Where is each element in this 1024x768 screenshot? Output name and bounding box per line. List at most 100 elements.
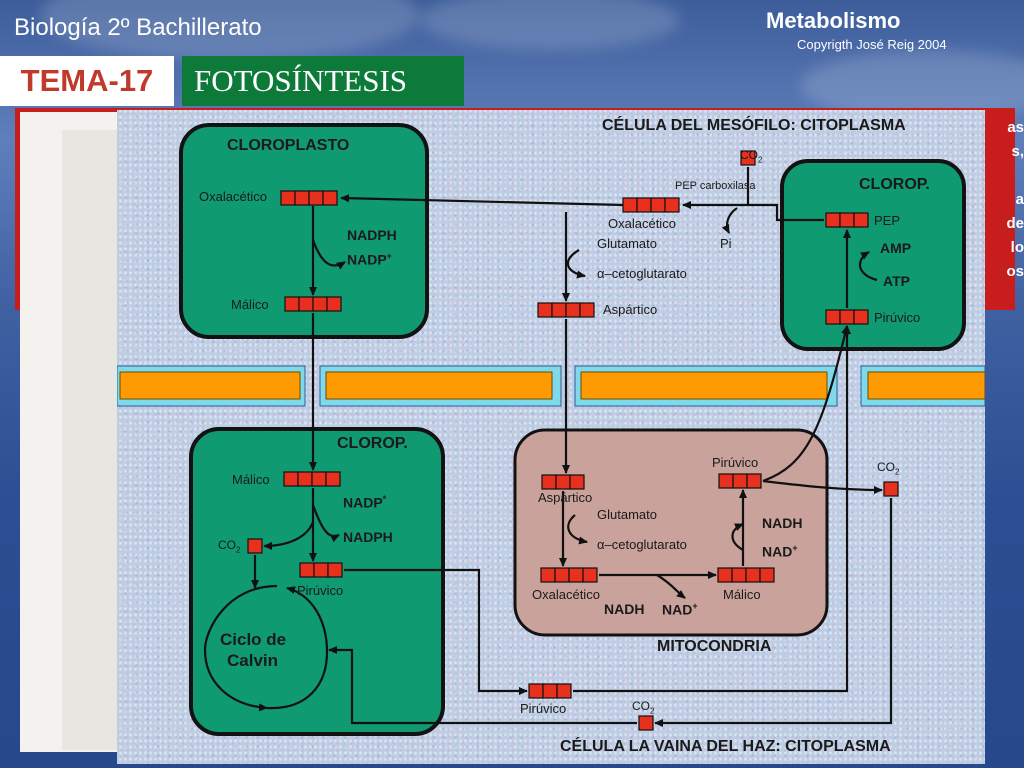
label-aspartate-mesophyll: Aspártico [603, 302, 658, 317]
co2-text: CO [632, 699, 650, 713]
label-glutamate-mito: Glutamato [597, 507, 657, 522]
block-aspartate-mesophyll [537, 302, 595, 318]
block-malate-chloroplast [284, 296, 342, 312]
block-co2-mesophyll [740, 150, 756, 166]
label-calvin-line2: Calvin [227, 651, 279, 670]
label-amp: AMP [880, 240, 912, 256]
label-pi: Pi [720, 236, 732, 251]
arrow-nadh-turn [656, 574, 686, 599]
label-nadp-sheath-text: NADP [343, 494, 383, 511]
label-aspartate-mito: Aspártico [538, 490, 593, 505]
block-malate-mito [717, 567, 775, 583]
mesophyll-header: CÉLULA DEL MESÓFILO: CITOPLASMA [602, 117, 906, 134]
hidden-text-fragments: as s, a de lo os [984, 116, 1024, 284]
label-nadp-text: NADP [347, 251, 387, 268]
text-fragment: s, [1011, 143, 1024, 160]
text-fragment: de [1006, 215, 1024, 232]
cloud [420, 0, 680, 50]
block-aspartate-mito [541, 474, 585, 490]
block-oxaloacetate-cytoplasm [622, 197, 680, 213]
label-nad-sup: + [692, 601, 698, 611]
block-pep [825, 212, 869, 228]
arrow-nadph-turn [311, 239, 346, 270]
text-fragment: lo [1010, 239, 1024, 256]
mitochondria-title: MITOCONDRIA [657, 638, 772, 655]
label-oxaloacetate-cyto: Oxalacético [608, 216, 676, 231]
block-co2-mito-out [883, 481, 899, 497]
label-nadph: NADPH [347, 227, 397, 243]
cell-wall [117, 365, 985, 407]
label-nadh-mito-bottom: NADH [604, 601, 645, 617]
block-pyruvate-sheath-chloroplast [299, 562, 343, 578]
arrow-nad-turn [731, 522, 744, 551]
left-panel-shade [62, 130, 118, 750]
label-pyruvate-sheath: Pirúvico [297, 583, 344, 598]
chloroplast-title: CLOROPLASTO [227, 137, 350, 154]
block-co2-sheath-chloroplast [247, 538, 263, 554]
label-nad-sup: + [792, 543, 798, 553]
label-nad-mito-bottom: NAD+ [662, 601, 698, 618]
arrow-pyruvate-cytoplasm-up [573, 325, 851, 693]
diagram-graphics [117, 123, 985, 736]
chloroplast-sheath-title: CLOROP. [337, 435, 408, 452]
block-oxaloacetate-chloroplast [280, 190, 338, 206]
label-atp: ATP [883, 273, 910, 289]
label-nadph-sheath: NADPH [343, 529, 393, 545]
label-pyruvate-chloroplast: Pirúvico [874, 310, 921, 325]
label-nadp: NADP+ [347, 251, 392, 268]
label-pyruvate-mito: Pirúvico [712, 455, 759, 470]
label-co2-sheath-chloroplast: CO2 [218, 538, 240, 554]
label-pep: PEP [874, 213, 901, 228]
arrow-pyruvate-mito-to-co2 [762, 479, 883, 494]
co2-sub: 2 [758, 155, 763, 165]
arrow-glutamate-turn-mito [567, 514, 588, 545]
label-nadp-sheath-sup: * [382, 494, 387, 504]
label-pyruvate-cytoplasm: Pirúvico [520, 701, 567, 716]
module-title: Metabolismo [766, 8, 901, 33]
label-glutamate: Glutamato [597, 236, 657, 251]
arrow-co2-to-calvin-loop [328, 646, 637, 725]
block-pyruvate-chloroplast [825, 309, 869, 325]
arrow-nadp-turn [311, 504, 340, 543]
arrow-pep-to-oxaloacetate [682, 201, 824, 222]
label-oxaloacetate: Oxalacético [199, 189, 267, 204]
arrow-pi-release [721, 207, 738, 234]
text-fragment: as [1007, 119, 1024, 136]
c4-pathway-diagram: CÉLULA DEL MESÓFILO: CITOPLASMA CLOROPLA… [117, 110, 985, 764]
label-nad-mito: NAD+ [762, 543, 798, 560]
arrow-glutamate-turn [567, 249, 586, 279]
label-co2-mesophyll: CO2 [740, 148, 762, 164]
block-malate-sheath [283, 471, 341, 487]
label-nadh-mito: NADH [762, 515, 803, 531]
pathway-arrows [251, 167, 893, 727]
label-nad-text: NAD [662, 601, 693, 618]
co2-text: CO [877, 460, 895, 474]
text-fragment: a [1015, 191, 1024, 208]
calvin-cycle [203, 584, 329, 712]
co2-sub: 2 [650, 706, 655, 716]
label-calvin-line1: Ciclo de [220, 630, 287, 649]
block-oxaloacetate-mito [540, 567, 598, 583]
copyright-note: Copyrigth José Reig 2004 [797, 37, 947, 52]
tema-label: TEMA-17 [0, 56, 174, 106]
co2-text: CO [218, 538, 236, 552]
arrow-oxaloacetate-to-chloroplast [340, 194, 624, 207]
subject-title: Biología 2º Bachillerato [14, 14, 262, 41]
label-malate-sheath: Málico [232, 472, 270, 487]
label-nad-text: NAD [762, 543, 793, 560]
co2-sub: 2 [236, 545, 241, 555]
bundle-sheath-header: CÉLULA LA VAINA DEL HAZ: CITOPLASMA [560, 738, 891, 755]
text-fragment [984, 164, 1024, 188]
label-malate: Málico [231, 297, 269, 312]
co2-sub: 2 [895, 467, 900, 477]
block-co2-sheath-cytoplasm [638, 715, 654, 731]
label-nadp-sheath: NADP* [343, 494, 386, 511]
label-nadp-sup: + [386, 251, 392, 261]
block-pyruvate-mito [718, 473, 762, 489]
chloroplast-small-title: CLOROP. [859, 176, 930, 193]
label-alpha-ketoglutarate-mito: α–cetoglutarato [597, 537, 687, 552]
arrow-atp-amp [859, 251, 878, 282]
arrow-pyruvate-up-mesophyll [762, 325, 850, 483]
co2-text: CO [740, 148, 758, 162]
text-fragment: os [1006, 263, 1024, 280]
